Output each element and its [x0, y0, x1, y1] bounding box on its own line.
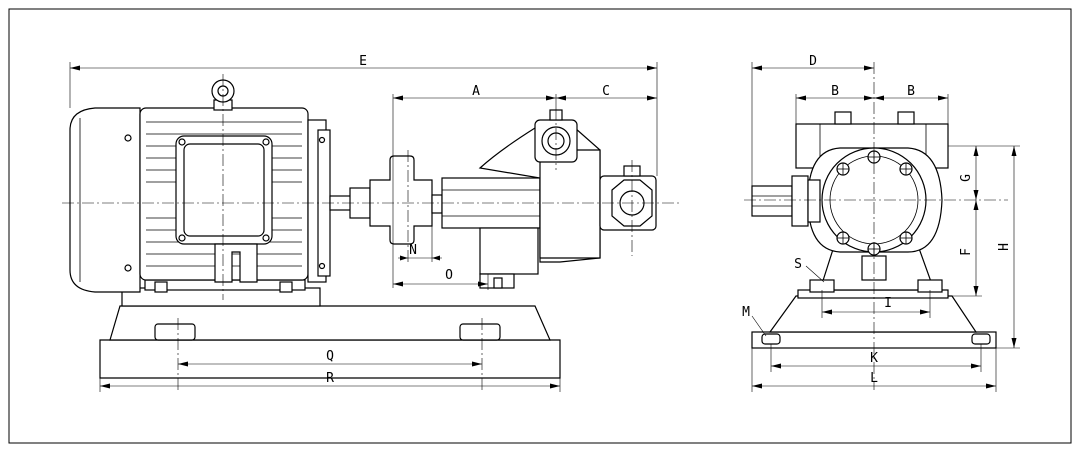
dimension-H: H	[996, 146, 1020, 349]
dimension-O: O	[393, 268, 489, 290]
dim-label-R: R	[326, 371, 334, 386]
dimension-C: C	[556, 84, 657, 101]
end-view: D B B G	[742, 54, 1020, 392]
dim-label-L: L	[870, 371, 878, 386]
dim-label-G: G	[959, 174, 974, 182]
end-side-port	[751, 175, 821, 227]
dimension-I: I	[821, 290, 931, 318]
dim-label-B-right: B	[907, 84, 915, 99]
dimension-A: A	[392, 84, 557, 288]
motor	[69, 79, 371, 293]
dim-label-H: H	[997, 243, 1012, 251]
drawing-border	[8, 8, 1072, 444]
dimension-B-left: B	[795, 84, 874, 124]
end-pump-face	[807, 147, 943, 256]
side-view: E A C N	[62, 54, 680, 392]
dim-label-B-left: B	[831, 84, 839, 99]
leader-M: M	[742, 305, 767, 337]
dim-label-M: M	[742, 305, 750, 320]
dim-label-A: A	[472, 84, 480, 99]
dim-label-E: E	[359, 54, 367, 69]
dim-label-O: O	[445, 268, 453, 283]
dim-label-C: C	[602, 84, 610, 99]
dimension-R: R	[99, 371, 561, 392]
coupling	[369, 155, 443, 245]
dim-label-F: F	[959, 248, 974, 256]
dimension-L: L	[751, 348, 997, 392]
dim-label-D: D	[809, 54, 817, 69]
dim-label-S: S	[794, 257, 802, 272]
dim-label-I: I	[884, 296, 892, 311]
motor-rail	[121, 279, 321, 307]
base-plate	[99, 305, 561, 390]
dimension-F: F	[952, 200, 982, 297]
dimension-K: K	[770, 344, 982, 372]
dim-label-K: K	[870, 351, 878, 366]
leader-S: S	[794, 257, 825, 283]
dimension-B-right: B	[874, 84, 949, 124]
dim-label-Q: Q	[326, 349, 334, 364]
dim-label-N: N	[409, 243, 417, 258]
dimension-Q: Q	[178, 349, 482, 367]
dimension-E: E	[69, 54, 658, 176]
dimension-G: G	[948, 145, 1020, 200]
dimension-N: N	[398, 226, 442, 262]
pump	[441, 108, 657, 289]
dimension-D: D	[751, 54, 874, 186]
